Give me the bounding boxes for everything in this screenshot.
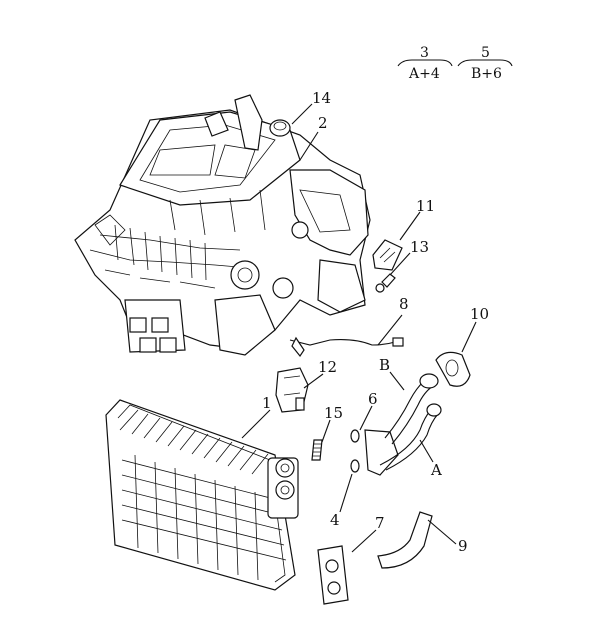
connector-part-12 [275, 367, 309, 413]
legend-5-bottom: B+6 [471, 66, 502, 82]
flange-part-10 [435, 351, 471, 387]
callout-13: 13 [410, 238, 429, 256]
hose-part-9 [377, 511, 433, 569]
screw-part-13 [375, 273, 396, 293]
callout-A: A [430, 461, 442, 479]
legend-5-top: 5 [481, 45, 490, 61]
callout-9: 9 [458, 537, 468, 555]
callout-7: 7 [375, 514, 385, 532]
callout-4: 4 [330, 511, 340, 529]
wire-harness-part-8 [289, 336, 404, 358]
hvac-housing [74, 94, 371, 356]
callout-11: 11 [416, 197, 435, 215]
leader-lines [241, 103, 477, 553]
legend-group-3: 3 A+4 [397, 45, 453, 82]
o-ring-part-4 [350, 459, 360, 473]
callout-12: 12 [318, 358, 337, 376]
o-ring-part-6 [350, 429, 360, 443]
pipe-assembly-a-b [364, 373, 442, 476]
legend-group-5: 5 B+6 [457, 45, 513, 82]
callout-labels: 14 2 11 13 8 10 12 B 1 15 6 A 4 7 9 [262, 89, 489, 555]
expansion-valve-part-7 [317, 545, 349, 605]
callout-1: 1 [262, 394, 272, 412]
legend-3-bottom: A+4 [408, 66, 440, 82]
callout-8: 8 [399, 295, 409, 313]
grommet-part-14 [269, 119, 291, 137]
callout-14: 14 [312, 89, 331, 107]
evaporator-core-part-1 [105, 399, 299, 591]
callout-B: B [379, 356, 390, 374]
bolt-part-15 [311, 439, 323, 461]
legend-3-top: 3 [420, 45, 429, 61]
callout-10: 10 [470, 305, 489, 323]
callout-6: 6 [368, 390, 378, 408]
sensor-part-11 [372, 239, 403, 271]
callout-15: 15 [324, 404, 343, 422]
callout-2: 2 [318, 114, 328, 132]
